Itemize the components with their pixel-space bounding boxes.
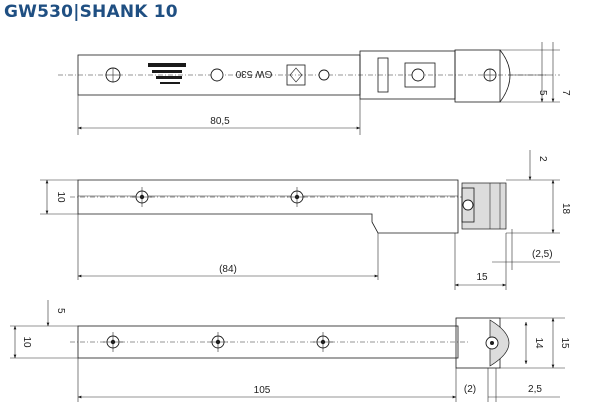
dim-height: 10: [55, 191, 66, 203]
mounting-hole: [210, 68, 224, 82]
knuckle-arc: [499, 49, 511, 103]
dim-5: 5: [537, 90, 548, 96]
dim-length: (84): [219, 264, 237, 275]
dim-7: 7: [560, 90, 571, 96]
dim-10: 10: [21, 336, 32, 348]
knuckle-arc: [489, 319, 510, 367]
dim-15: 15: [476, 272, 488, 283]
dim-2: (2): [464, 384, 476, 395]
mounting-hole: [318, 69, 330, 81]
lock-cam: [404, 62, 436, 88]
dim-2-5: (2,5): [532, 249, 553, 260]
dim-15: 15: [559, 337, 570, 349]
dim-14: 14: [533, 337, 544, 349]
top-view: GW 530 80,5 5 7: [58, 42, 571, 135]
drawing-title: GW530|SHANK 10: [4, 2, 178, 22]
engraving-text: GW 530: [235, 68, 272, 79]
dim-length: 105: [254, 385, 271, 396]
logo-block: [148, 63, 186, 84]
dim-length: 80,5: [210, 116, 230, 127]
dim-2: 2: [537, 156, 548, 162]
side-view: 10 2 18 (84) (2,5) 15: [40, 150, 571, 290]
bottom-view: 5 10 14 15 105 (2) 2,5: [10, 300, 570, 402]
shank-body: [77, 179, 459, 234]
dim-2-5: 2,5: [528, 384, 542, 395]
dim-5: 5: [55, 308, 66, 314]
slot-plate: [377, 57, 389, 93]
hinge-knuckle: [454, 49, 501, 103]
cam-hole: [411, 68, 425, 82]
ce-mark-box: [286, 64, 306, 86]
dim-18: 18: [560, 203, 571, 215]
